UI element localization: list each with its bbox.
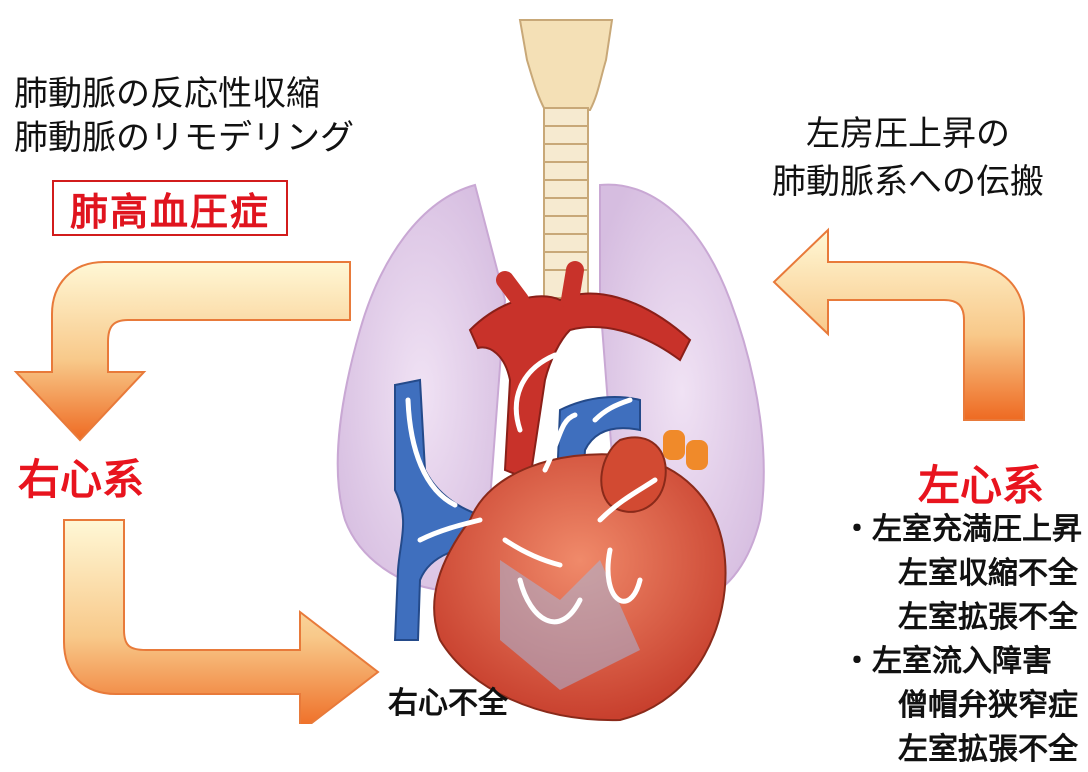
cause-item: ・左室流入障害 — [842, 640, 1082, 684]
right-mechanism: 左房圧上昇の 肺動脈系への伝搬 — [772, 110, 1044, 206]
mechanism-line: 肺動脈のリモデリング — [14, 116, 354, 160]
mechanism-line: 肺動脈系への伝搬 — [772, 158, 1044, 206]
cause-item: 左室拡張不全 — [842, 596, 1082, 640]
right-heart-failure-label: 右心不全 — [388, 678, 508, 722]
pulmonary-hypertension-box: 肺高血圧症 — [52, 180, 288, 236]
cause-item: 僧帽弁狭窄症 — [842, 684, 1082, 728]
left-heart-system-label: 左心系 — [918, 452, 1044, 513]
flow-arrow-bottom-left — [64, 520, 378, 724]
left-heart-causes-list: ・左室充満圧上昇 左室収縮不全 左室拡張不全 ・左室流入障害 僧帽弁狭窄症 左室… — [842, 508, 1082, 772]
mechanism-line: 左房圧上昇の — [772, 110, 1044, 158]
trachea — [520, 20, 612, 298]
left-mechanisms: 肺動脈の反応性収縮 肺動脈のリモデリング — [14, 72, 354, 160]
right-heart-system-label: 右心系 — [18, 446, 144, 507]
cause-item: 左室収縮不全 — [842, 552, 1082, 596]
pulmonary-hypertension-label: 肺高血圧症 — [70, 181, 270, 236]
mechanism-line: 肺動脈の反応性収縮 — [14, 72, 354, 116]
flow-arrow-right — [774, 230, 1024, 420]
cause-item: 左室拡張不全 — [842, 728, 1082, 772]
cause-item: ・左室充満圧上昇 — [842, 508, 1082, 552]
flow-arrow-top-left — [16, 262, 350, 440]
